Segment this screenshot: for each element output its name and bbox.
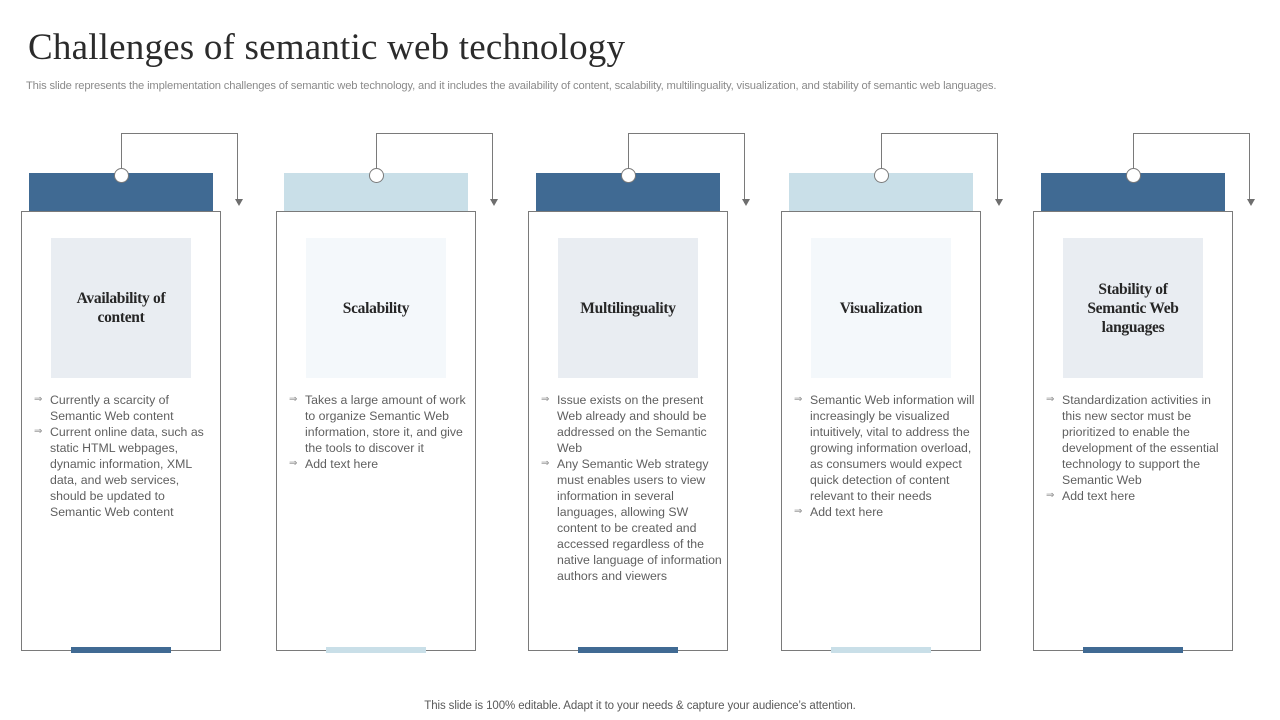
arrow-down-icon bbox=[489, 199, 498, 206]
arrow-down-icon bbox=[234, 199, 243, 206]
bullet-item: ⇒ Standardization activities in this new… bbox=[1046, 392, 1230, 488]
challenge-label: Scalability bbox=[306, 238, 446, 378]
slide-subtitle: This slide represents the implementation… bbox=[26, 80, 997, 92]
connector-arrow-line bbox=[376, 133, 493, 203]
challenge-column: Visualization ⇒ Semantic Web information… bbox=[0, 0, 1003, 720]
bullet-text: Add text here bbox=[1062, 489, 1136, 503]
bullet-list: ⇒ Takes a large amount of work to organi… bbox=[289, 392, 473, 472]
arrow-down-icon bbox=[994, 199, 1003, 206]
bullet-text: Add text here bbox=[810, 505, 884, 519]
challenge-label: Visualization bbox=[811, 238, 951, 378]
challenge-card: Scalability ⇒ Takes a large amount of wo… bbox=[276, 211, 476, 651]
bullet-text: Takes a large amount of work to organize… bbox=[305, 393, 466, 455]
footer-accent-bar bbox=[1083, 647, 1183, 653]
node-circle-icon bbox=[621, 168, 636, 183]
double-arrow-icon: ⇒ bbox=[289, 458, 298, 469]
footer-accent-bar bbox=[71, 647, 171, 653]
double-arrow-icon: ⇒ bbox=[794, 506, 803, 517]
double-arrow-icon: ⇒ bbox=[1046, 490, 1055, 501]
bullet-text: Semantic Web information will increasing… bbox=[810, 393, 975, 503]
double-arrow-icon: ⇒ bbox=[541, 458, 550, 469]
bullet-text: Add text here bbox=[305, 457, 379, 471]
footer-accent-bar bbox=[578, 647, 678, 653]
connector-arrow-line bbox=[1133, 133, 1250, 203]
challenge-card: Availability of content ⇒ Currently a sc… bbox=[21, 211, 221, 651]
bullet-list: ⇒ Currently a scarcity of Semantic Web c… bbox=[34, 392, 218, 520]
bullet-text: Currently a scarcity of Semantic Web con… bbox=[50, 393, 174, 423]
bullet-item: ⇒ Issue exists on the present Web alread… bbox=[541, 392, 725, 456]
challenge-column: Availability of content ⇒ Currently a sc… bbox=[0, 0, 260, 720]
bullet-item: ⇒ Currently a scarcity of Semantic Web c… bbox=[34, 392, 218, 424]
challenge-card: Multilinguality ⇒ Issue exists on the pr… bbox=[528, 211, 728, 651]
bullet-item: ⇒ Any Semantic Web strategy must enables… bbox=[541, 456, 725, 584]
challenge-label: Multilinguality bbox=[558, 238, 698, 378]
double-arrow-icon: ⇒ bbox=[541, 394, 550, 405]
node-circle-icon bbox=[369, 168, 384, 183]
bullet-text: Issue exists on the present Web already … bbox=[557, 393, 707, 455]
footer-accent-bar bbox=[831, 647, 931, 653]
node-circle-icon bbox=[1126, 168, 1141, 183]
challenge-column: Multilinguality ⇒ Issue exists on the pr… bbox=[0, 0, 750, 720]
challenge-column: Scalability ⇒ Takes a large amount of wo… bbox=[0, 0, 498, 720]
node-circle-icon bbox=[874, 168, 889, 183]
arrow-down-icon bbox=[741, 199, 750, 206]
double-arrow-icon: ⇒ bbox=[289, 394, 298, 405]
bullet-text: Current online data, such as static HTML… bbox=[50, 425, 204, 519]
bullet-list: ⇒ Standardization activities in this new… bbox=[1046, 392, 1230, 504]
bullet-list: ⇒ Semantic Web information will increasi… bbox=[794, 392, 978, 520]
bullet-list: ⇒ Issue exists on the present Web alread… bbox=[541, 392, 725, 584]
connector-line bbox=[376, 133, 377, 175]
double-arrow-icon: ⇒ bbox=[1046, 394, 1055, 405]
connector-line bbox=[121, 133, 122, 175]
double-arrow-icon: ⇒ bbox=[34, 426, 43, 437]
bullet-item: ⇒ Current online data, such as static HT… bbox=[34, 424, 218, 520]
bullet-item: ⇒ Semantic Web information will increasi… bbox=[794, 392, 978, 504]
bullet-text: Standardization activities in this new s… bbox=[1062, 393, 1219, 487]
challenge-label: Availability of content bbox=[51, 238, 191, 378]
connector-arrow-line bbox=[881, 133, 998, 203]
connector-line bbox=[1133, 133, 1134, 175]
challenge-card: Visualization ⇒ Semantic Web information… bbox=[781, 211, 981, 651]
slide-title: Challenges of semantic web technology bbox=[28, 27, 626, 68]
connector-line bbox=[628, 133, 629, 175]
footer-accent-bar bbox=[326, 647, 426, 653]
connector-arrow-line bbox=[628, 133, 745, 203]
connector-arrow-line bbox=[121, 133, 238, 203]
double-arrow-icon: ⇒ bbox=[794, 394, 803, 405]
double-arrow-icon: ⇒ bbox=[34, 394, 43, 405]
bullet-text: Any Semantic Web strategy must enables u… bbox=[557, 457, 722, 583]
node-circle-icon bbox=[114, 168, 129, 183]
slide-footer: This slide is 100% editable. Adapt it to… bbox=[424, 700, 856, 712]
connector-line bbox=[881, 133, 882, 175]
bullet-item: ⇒ Add text here bbox=[1046, 488, 1230, 504]
bullet-item: ⇒ Takes a large amount of work to organi… bbox=[289, 392, 473, 456]
bullet-item: ⇒ Add text here bbox=[289, 456, 473, 472]
bullet-item: ⇒ Add text here bbox=[794, 504, 978, 520]
arrow-down-icon bbox=[1246, 199, 1255, 206]
challenge-card: Stability of Semantic Web languages ⇒ St… bbox=[1033, 211, 1233, 651]
challenge-label: Stability of Semantic Web languages bbox=[1063, 238, 1203, 378]
